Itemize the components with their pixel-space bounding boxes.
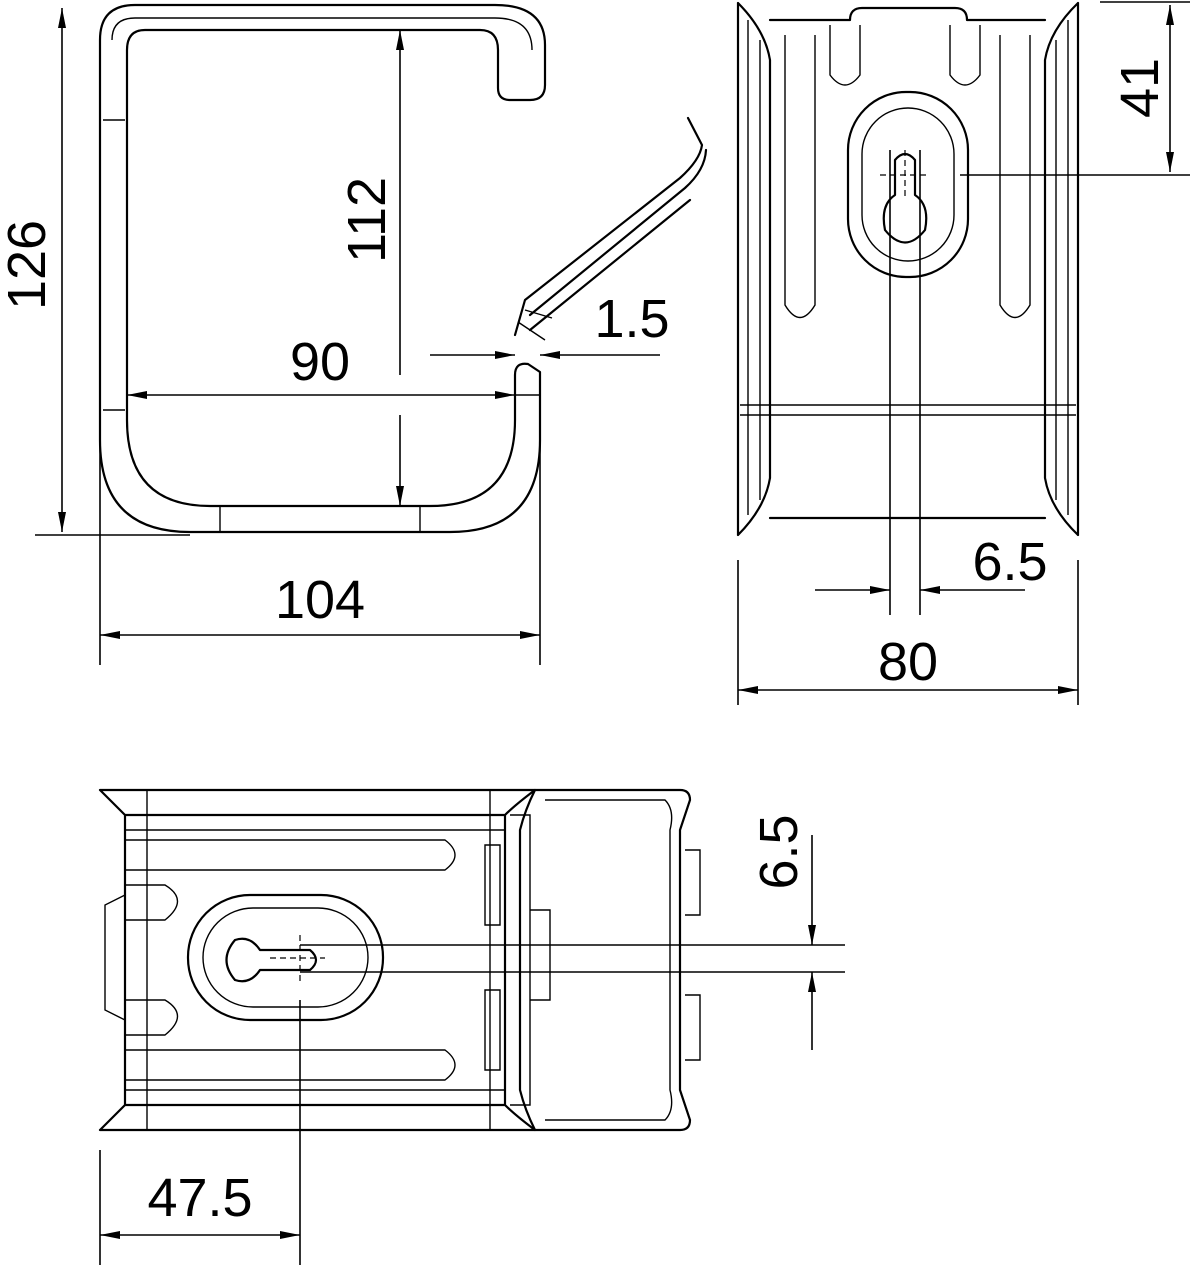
top-outline (98, 788, 537, 1132)
side-slots (784, 25, 1031, 319)
top-slots (104, 839, 456, 1081)
bracket-inner-outline (103, 17, 540, 532)
dim-112: 112 (337, 177, 397, 263)
clip-tab (517, 309, 553, 341)
front-dimensions: 126 112 90 1.5 104 (0, 8, 670, 665)
clip-lever (513, 116, 708, 337)
dim-104: 104 (275, 570, 365, 630)
dim-47-5: 47.5 (147, 1168, 252, 1228)
keyhole-oval-outer-top (186, 893, 385, 1022)
dim-6-5-top: 6.5 (749, 814, 809, 889)
dim-126: 126 (0, 220, 57, 310)
dim-6-5-side: 6.5 (972, 532, 1047, 592)
side-view (736, 1, 1080, 537)
side-outline (736, 1, 1080, 537)
top-dimensions: 6.5 47.5 (99, 814, 845, 1265)
keyhole (882, 152, 928, 244)
clip-side (518, 788, 692, 1132)
keyhole-top (225, 937, 318, 983)
side-dimensions: 41 6.5 80 (737, 1, 1190, 705)
front-view (98, 3, 708, 534)
dim-1-5: 1.5 (594, 289, 669, 349)
dim-41: 41 (1110, 58, 1170, 118)
keyhole-oval-outer (846, 90, 970, 279)
bracket-outer-outline (98, 3, 547, 534)
top-view (98, 788, 701, 1132)
dim-80: 80 (878, 632, 938, 692)
dim-90: 90 (290, 332, 350, 392)
